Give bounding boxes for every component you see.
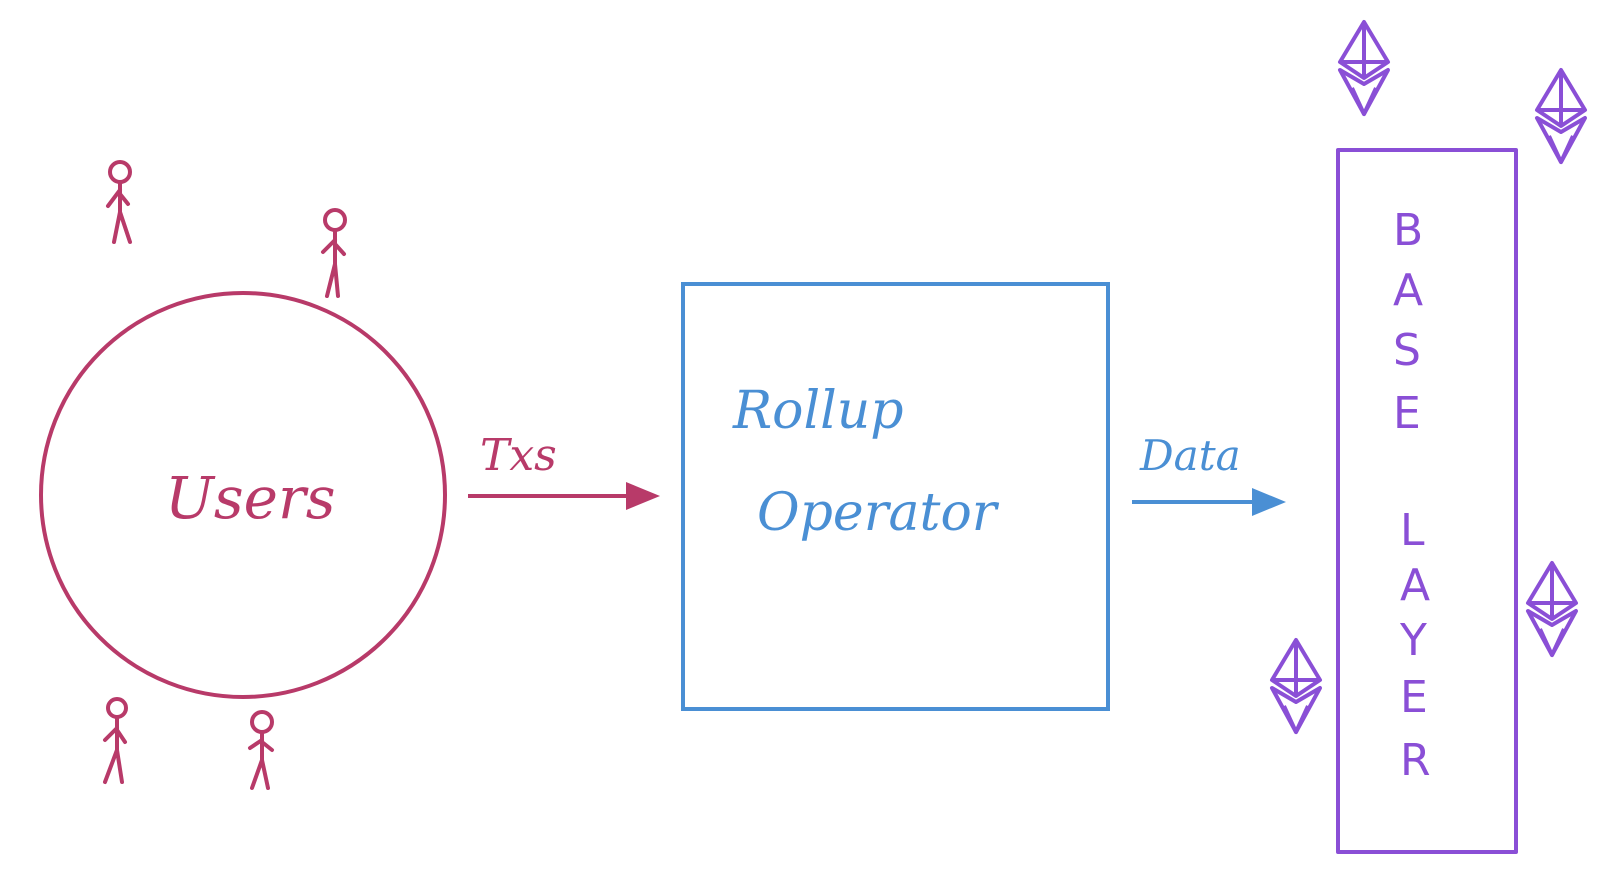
- ethereum-diamond-icon: [1535, 68, 1587, 164]
- data-arrow-head: [1252, 488, 1286, 516]
- base-layer-letter: A: [1393, 265, 1423, 316]
- base-layer-letter: R: [1400, 735, 1431, 786]
- txs-arrow-head: [626, 482, 660, 510]
- ethereum-diamond-icon: [1526, 561, 1578, 657]
- data-edge: Data: [1132, 431, 1286, 516]
- txs-label: Txs: [480, 430, 557, 481]
- base-layer-letter: A: [1400, 560, 1430, 611]
- rollup-operator-node: Rollup Operator: [681, 282, 1110, 711]
- base-layer-node: B A S E L A Y E R: [1336, 148, 1518, 854]
- data-label: Data: [1139, 431, 1241, 480]
- rollup-operator-label-line2: Operator: [757, 483, 1000, 543]
- ethereum-diamond-icon: [1270, 638, 1322, 734]
- rollup-operator-box: [681, 282, 1110, 711]
- base-layer-box: [1336, 148, 1518, 854]
- base-layer-letter: L: [1400, 505, 1425, 556]
- base-layer-letter: B: [1393, 205, 1423, 256]
- stick-figure-icon: [321, 208, 347, 298]
- users-node: Users: [39, 291, 447, 699]
- base-layer-letter: Y: [1399, 615, 1427, 666]
- stick-figure-icon: [248, 710, 274, 790]
- base-layer-letter: E: [1400, 672, 1428, 723]
- txs-edge: Txs: [468, 430, 660, 510]
- base-layer-letter: E: [1393, 388, 1421, 439]
- rollup-operator-label-line1: Rollup: [732, 381, 904, 441]
- ethereum-diamond-icon: [1338, 20, 1390, 116]
- users-label: Users: [165, 464, 335, 532]
- users-circle: [39, 291, 447, 699]
- stick-figure-icon: [106, 160, 132, 244]
- stick-figure-icon: [103, 697, 128, 784]
- base-layer-letter: S: [1393, 325, 1421, 376]
